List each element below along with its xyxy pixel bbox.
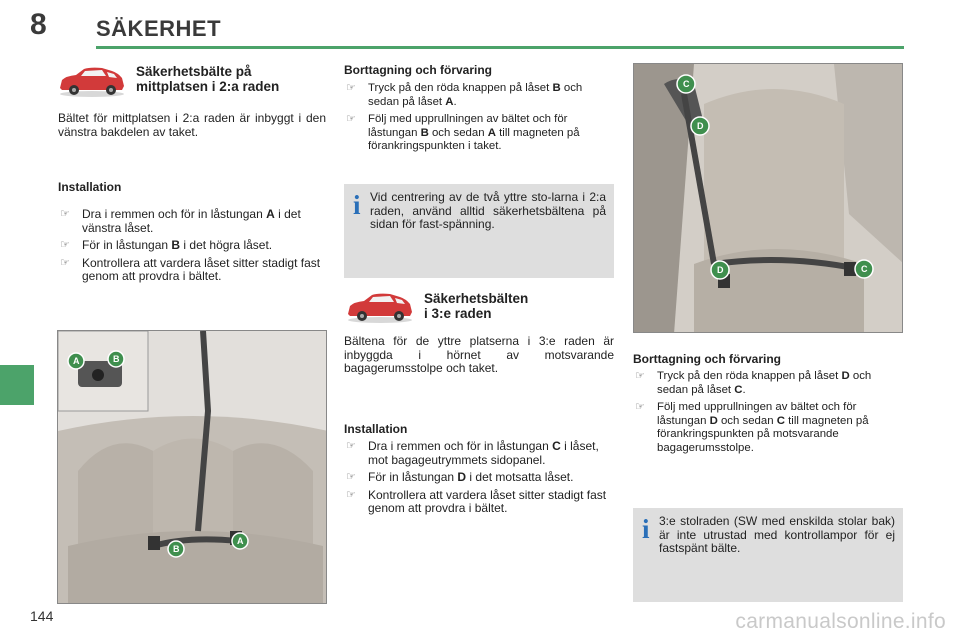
bullet-icon: ☞ <box>346 440 356 452</box>
removal-list-right: ☞Tryck på den röda knappen på låset D oc… <box>633 370 905 459</box>
removal-heading-middle: Borttagning och förvaring <box>344 63 492 77</box>
bullet-icon: ☞ <box>635 401 645 413</box>
bullet-icon: ☞ <box>60 239 70 251</box>
installation-heading-left: Installation <box>58 180 122 194</box>
list-item: ☞Kontrollera att vardera låset sitter st… <box>60 255 321 283</box>
list-item: ☞För in låstungan D i det motsatta låset… <box>346 470 574 484</box>
section-title-third-row: Säkerhetsbälten i 3:e raden <box>424 291 529 321</box>
bullet-icon: ☞ <box>60 208 70 220</box>
installation-list-left: ☞Dra i remmen och för in låstungan A i d… <box>58 207 330 288</box>
watermark: carmanualsonline.info <box>735 610 946 633</box>
middle-seat-intro: Bältet för mittplatsen i 2:a raden är in… <box>58 111 326 139</box>
list-item: ☞Kontrollera att vardera låset sitter st… <box>346 487 607 515</box>
removal-list-middle: ☞Tryck på den röda knappen på låset B oc… <box>344 82 616 158</box>
chapter-number: 8 <box>30 8 47 41</box>
bullet-icon: ☞ <box>346 82 356 94</box>
photo-label-d: D <box>717 265 724 275</box>
bullet-icon: ☞ <box>346 488 356 501</box>
list-item: ☞Dra i remmen och för in låstungan C i l… <box>346 439 599 467</box>
bullet-icon: ☞ <box>60 256 70 269</box>
list-item: ☞För in låstungan B i det högra låset. <box>60 238 273 252</box>
middle-seat-belt-photo: A B B A <box>57 330 327 604</box>
photo-label-a: A <box>73 356 80 366</box>
removal-heading-right: Borttagning och förvaring <box>633 352 781 366</box>
list-item: ☞Tryck på den röda knappen på låset D oc… <box>635 370 872 396</box>
installation-list-middle: ☞Dra i remmen och för in låstungan C i l… <box>344 439 616 520</box>
info-box-middle: i Vid centrering av de två yttre sto-lar… <box>344 184 614 278</box>
info-icon: i <box>353 190 361 220</box>
photo-label-d: D <box>697 121 704 131</box>
info-icon: i <box>642 514 650 544</box>
page-number: 144 <box>30 608 54 624</box>
section-title-middle-seat: Säkerhetsbälte på mittplatsen i 2:a rade… <box>136 64 280 94</box>
header-rule <box>96 46 904 49</box>
list-item: ☞Dra i remmen och för in låstungan A i d… <box>60 207 301 235</box>
list-item: ☞Följ med upprullningen av bältet och fö… <box>346 113 580 152</box>
photo-label-b: B <box>113 354 120 364</box>
list-item: ☞Tryck på den röda knappen på låset B oc… <box>346 82 583 108</box>
third-row-intro: Bältena för de yttre platserna i 3:e rad… <box>344 334 614 375</box>
info-text: Vid centrering av de två yttre sto-larna… <box>370 190 606 231</box>
photo-label-a: A <box>237 536 244 546</box>
car-icon <box>60 67 124 97</box>
photo-label-b: B <box>173 544 180 554</box>
info-box-right: i 3:e stolraden (SW med enskilda stolar … <box>633 508 903 602</box>
list-item: ☞Följ med upprullningen av bältet och fö… <box>635 401 869 454</box>
bullet-icon: ☞ <box>346 113 356 125</box>
chapter-side-tab <box>0 365 34 405</box>
photo-label-c: C <box>861 264 868 274</box>
photo-label-c: C <box>683 79 690 89</box>
installation-heading-middle: Installation <box>344 422 408 436</box>
bullet-icon: ☞ <box>635 370 645 382</box>
bullet-icon: ☞ <box>346 471 356 483</box>
car-icon <box>348 293 412 323</box>
third-row-belt-photo: C D D C <box>633 63 903 333</box>
chapter-title: SÄKERHET <box>96 16 222 41</box>
info-text: 3:e stolraden (SW med enskilda stolar ba… <box>659 514 895 555</box>
